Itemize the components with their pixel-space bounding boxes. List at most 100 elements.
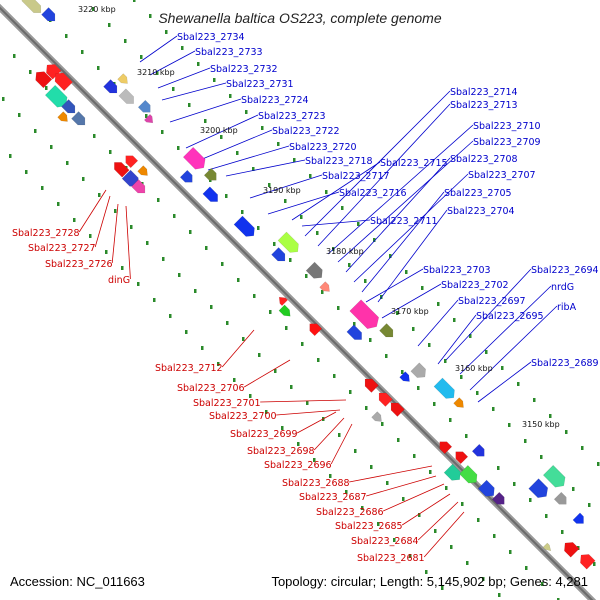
track-dot	[18, 113, 21, 117]
track-dot	[588, 503, 591, 507]
gene-feature	[35, 71, 53, 89]
track-dot	[109, 150, 112, 154]
track-dot	[189, 230, 192, 234]
track-dot	[525, 566, 528, 570]
track-dot	[2, 97, 5, 101]
track-dot	[9, 154, 12, 158]
gene-feature	[371, 411, 382, 422]
gene-feature	[137, 99, 151, 113]
track-dot	[389, 254, 392, 258]
track-dot	[593, 562, 596, 566]
track-dot	[50, 145, 53, 149]
gene-feature	[125, 155, 139, 169]
gene-label-forward: Sbal223_2722	[272, 126, 340, 137]
track-dot	[133, 0, 136, 2]
track-dot	[149, 14, 152, 18]
gene-leader-line	[304, 90, 451, 237]
gene-leader-line	[243, 359, 291, 388]
gene-leader-line	[185, 114, 259, 149]
track-dot	[393, 538, 396, 542]
track-dot	[97, 66, 100, 70]
track-dot	[466, 561, 469, 565]
gene-leader-line	[337, 140, 474, 263]
track-dot	[476, 391, 479, 395]
track-dot	[89, 234, 92, 238]
track-dot	[57, 202, 60, 206]
track-dot	[146, 241, 149, 245]
track-dot	[373, 238, 376, 242]
gene-feature	[21, 0, 42, 14]
track-dot	[245, 110, 248, 114]
gene-label-forward: Sbal223_2689	[531, 358, 599, 369]
track-dot	[397, 438, 400, 442]
track-dot	[82, 177, 85, 181]
track-dot	[501, 366, 504, 370]
track-dot	[316, 231, 319, 235]
gene-label-reverse: Sbal223_2684	[351, 536, 419, 547]
track-dot	[81, 50, 84, 54]
gene-leader-line	[353, 173, 469, 283]
gene-feature	[346, 324, 362, 340]
gene-leader-line	[199, 129, 273, 161]
kbp-tick-label: 3190 kbp	[263, 186, 301, 195]
gene-label-reverse: Sbal223_2701	[193, 398, 261, 409]
track-dot	[498, 593, 501, 597]
gene-label-forward: Sbal223_2714	[450, 87, 518, 98]
gene-label-forward: Sbal223_2732	[210, 64, 278, 75]
track-dot	[204, 119, 207, 123]
track-dot	[108, 23, 111, 27]
gene-feature	[471, 443, 485, 457]
track-dot	[226, 321, 229, 325]
gene-leader-line	[149, 50, 196, 76]
track-dot	[197, 62, 200, 66]
track-dot	[524, 439, 527, 443]
gene-feature	[349, 299, 380, 330]
track-dot	[572, 487, 575, 491]
kbp-tick-label: 3150 kbp	[522, 420, 560, 429]
gene-leader-line	[267, 191, 340, 215]
gene-feature	[202, 186, 218, 202]
track-dot	[178, 273, 181, 277]
gene-feature	[44, 84, 68, 108]
track-dot	[309, 174, 312, 178]
track-dot	[433, 402, 436, 406]
gene-feature	[278, 304, 291, 317]
kbp-tick-label: 3180 kbp	[326, 247, 364, 256]
gene-leader-line	[417, 299, 459, 347]
track-dot	[386, 481, 389, 485]
track-dot	[301, 342, 304, 346]
gene-feature	[41, 7, 56, 22]
track-dot	[365, 406, 368, 410]
gene-leader-line	[477, 361, 532, 403]
gene-leader-line	[301, 219, 371, 227]
gene-label-reverse: Sbal223_2685	[335, 521, 403, 532]
kbp-tick-label: 3160 kbp	[455, 364, 493, 373]
track-dot	[444, 359, 447, 363]
track-dot	[236, 151, 239, 155]
gene-leader-line	[111, 203, 119, 264]
track-dot	[229, 94, 232, 98]
track-dot	[121, 266, 124, 270]
track-dot	[261, 126, 264, 130]
gene-leader-line	[423, 511, 465, 558]
gene-feature	[277, 231, 299, 253]
gene-leader-line	[125, 205, 131, 280]
track-dot	[557, 598, 560, 600]
gene-label-forward: Sbal223_2707	[468, 170, 536, 181]
track-dot	[497, 466, 500, 470]
track-dot	[242, 337, 245, 341]
gene-label-reverse: Sbal223_2712	[155, 363, 223, 374]
gene-label-reverse: Sbal223_2706	[177, 383, 245, 394]
gene-leader-line	[345, 157, 451, 273]
track-dot	[185, 330, 188, 334]
gene-leader-line	[94, 195, 111, 248]
track-dot	[445, 486, 448, 490]
gene-feature	[143, 113, 154, 124]
track-dot	[157, 198, 160, 202]
track-dot	[541, 582, 544, 586]
gene-label-forward: Sbal223_2705	[444, 188, 512, 199]
gene-label-forward: Sbal223_2717	[322, 171, 390, 182]
gene-feature	[117, 73, 128, 84]
gene-feature	[390, 402, 405, 417]
